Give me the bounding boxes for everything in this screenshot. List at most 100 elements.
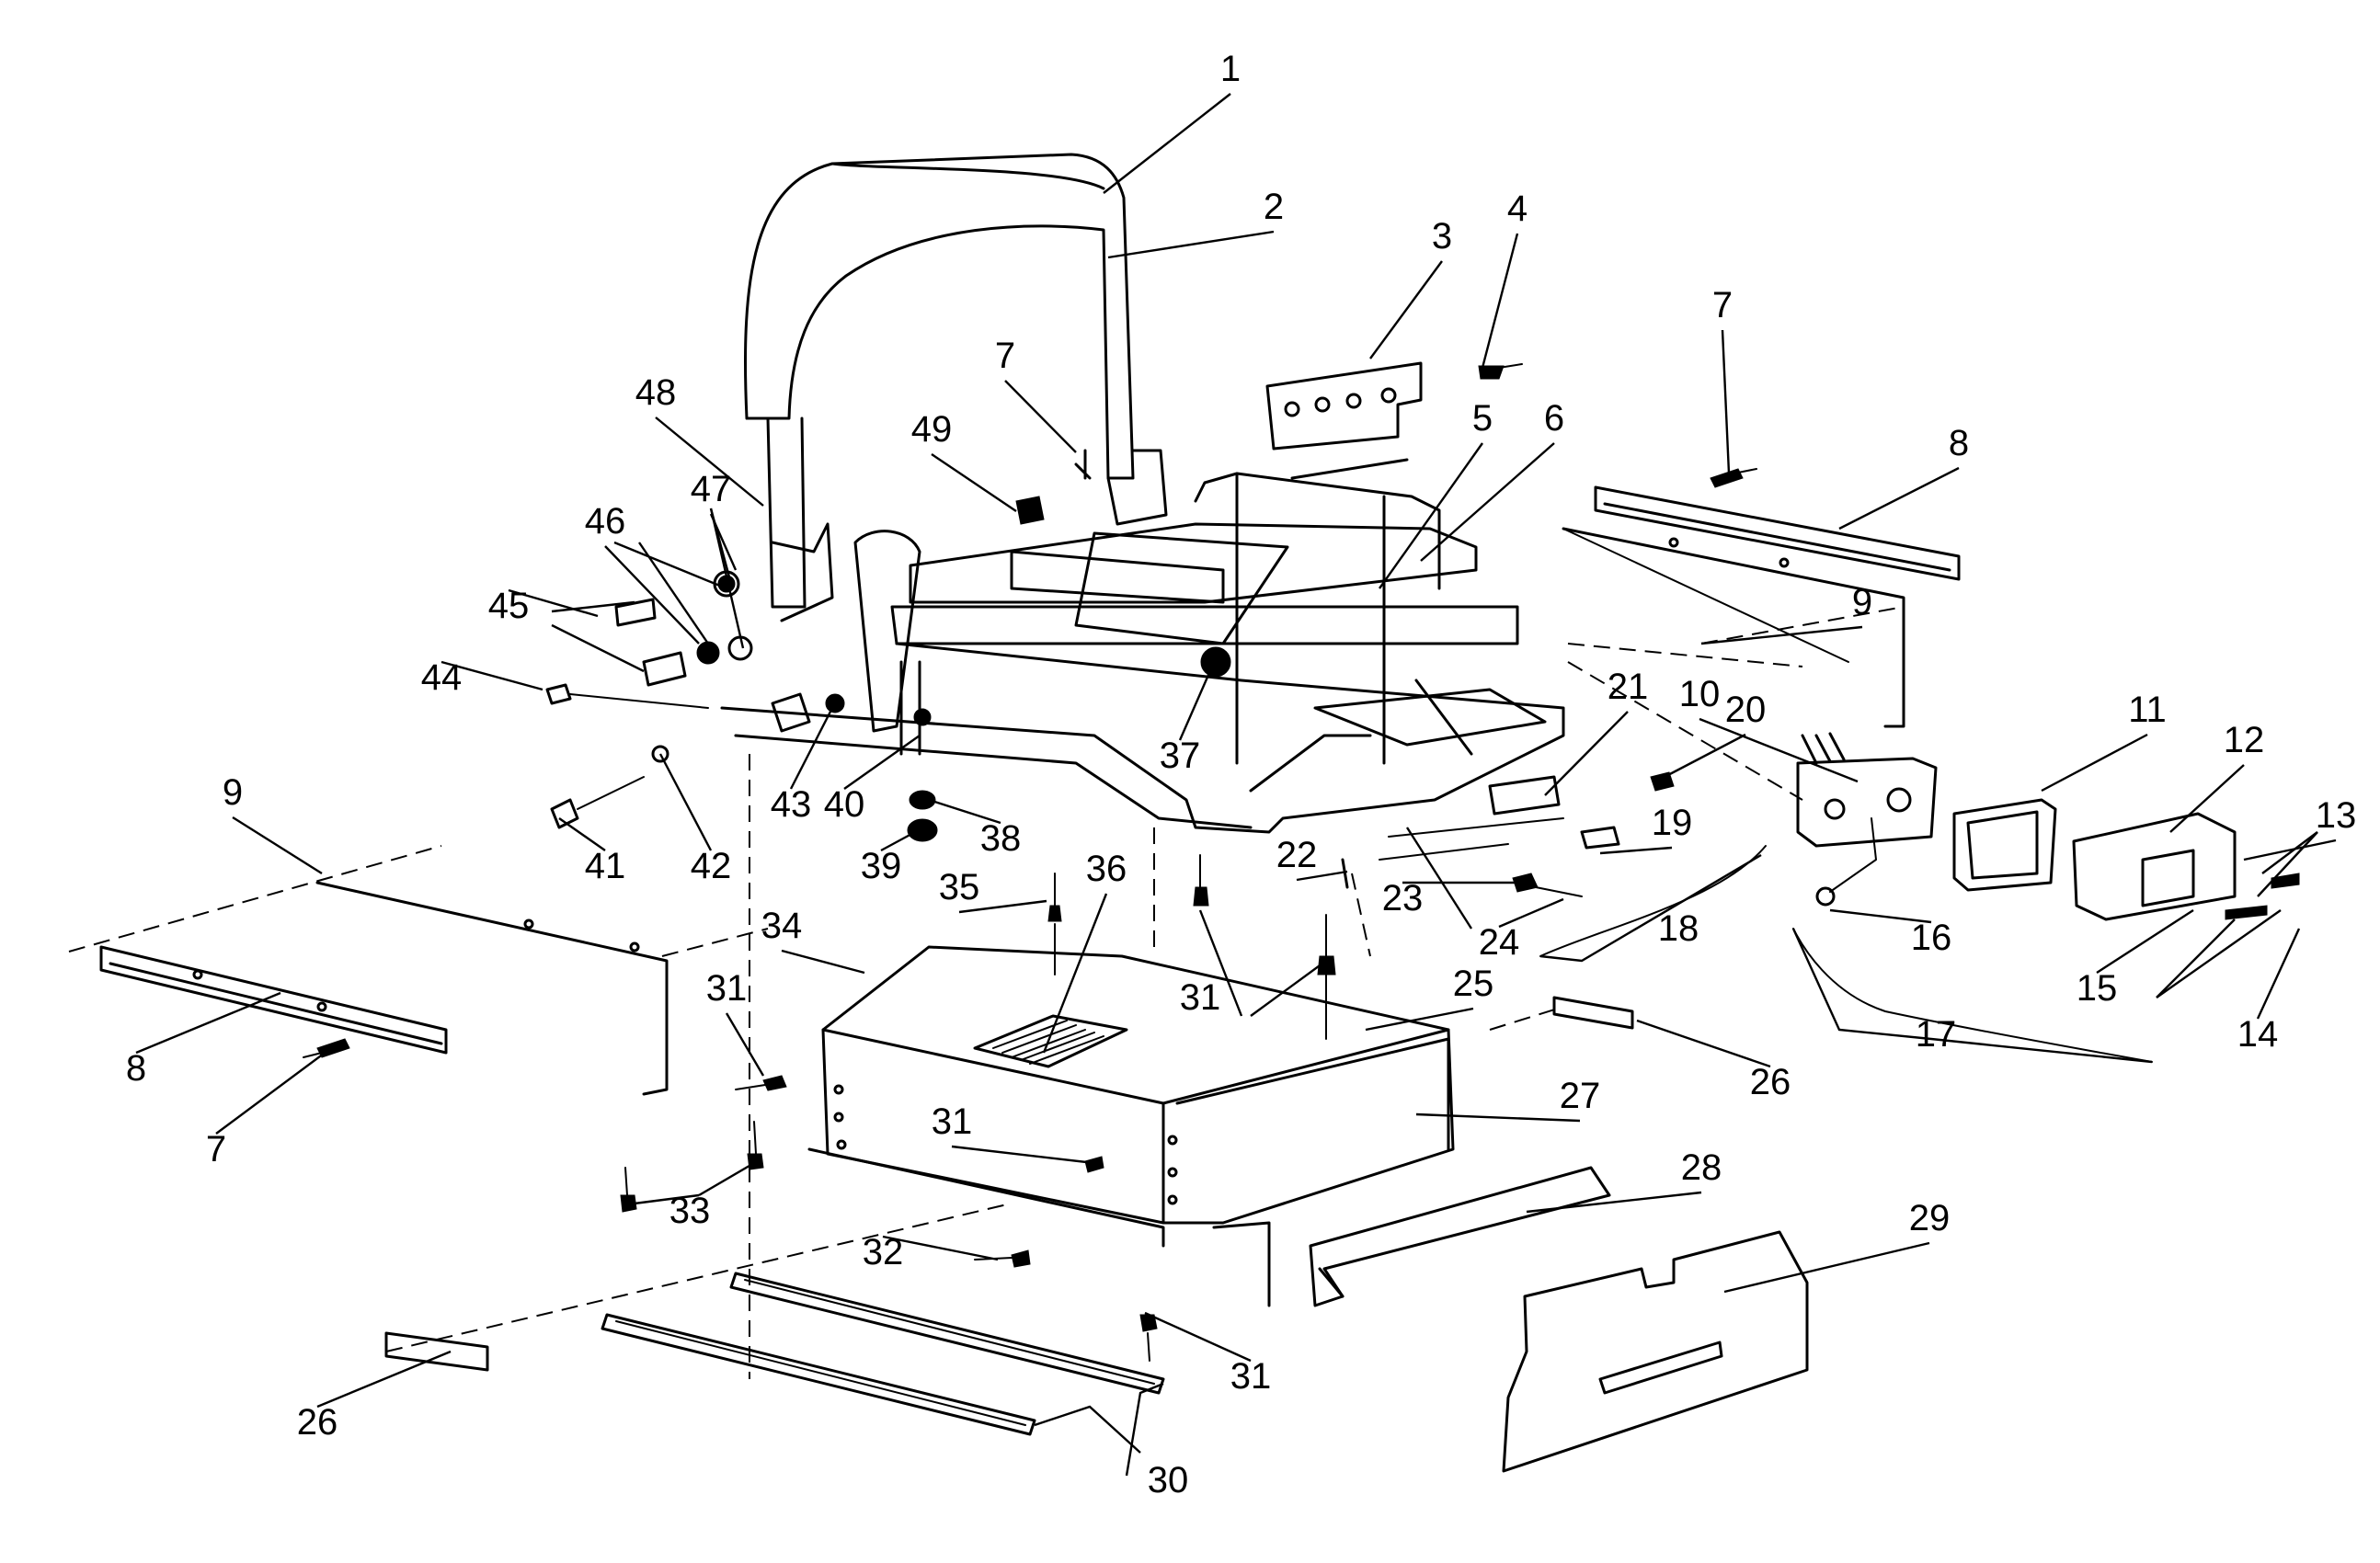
- spacers: [384, 996, 1634, 1372]
- callout-leader-line: [1379, 442, 1483, 589]
- callout-leader-line: [316, 1350, 452, 1409]
- callout-leader-line: [2041, 733, 2148, 793]
- callout-label: 3: [1432, 216, 1452, 257]
- callout-leader-line: [1296, 870, 1348, 882]
- callout-label: 34: [761, 906, 803, 946]
- callout-leader-line: [135, 991, 281, 1055]
- callout-leader-line: [655, 416, 764, 507]
- callout-label: 32: [863, 1232, 904, 1272]
- callout-leader-line: [558, 817, 606, 851]
- callout-leader-line: [1415, 1112, 1581, 1123]
- callout-leader-line: [1599, 846, 1673, 855]
- callout-label: 29: [1909, 1198, 1951, 1238]
- wire-brackets: [1341, 771, 1767, 957]
- callout-label: 5: [1472, 398, 1493, 439]
- callout-leader-line: [2256, 928, 2301, 1020]
- callout-label: 31: [932, 1101, 973, 1142]
- callout-leader-line: [951, 1145, 1095, 1165]
- callout-leader-line: [1721, 329, 1731, 474]
- callout-label: 26: [297, 1402, 338, 1443]
- callout-label: 42: [691, 846, 732, 886]
- callout-leader-line: [958, 899, 1047, 914]
- callout-leader-line: [1829, 908, 1932, 924]
- callout-label: 36: [1086, 849, 1127, 889]
- callout-label: 25: [1453, 964, 1494, 1004]
- callout-label: 27: [1560, 1076, 1601, 1116]
- callout-label: 1: [1220, 49, 1241, 89]
- runners: [601, 1272, 1165, 1436]
- callout-leader-line: [843, 735, 921, 790]
- callout-label: 24: [1479, 922, 1520, 963]
- callout-leader-line: [1365, 1007, 1474, 1032]
- callout-label: 6: [1544, 398, 1564, 439]
- callout-label: 9: [223, 772, 243, 813]
- callout-label: 8: [126, 1048, 146, 1089]
- right-rail: [1562, 468, 1961, 728]
- callout-leader-line: [1700, 625, 1863, 645]
- callout-label: 18: [1658, 908, 1699, 949]
- callout-label: 33: [669, 1191, 711, 1231]
- callout-label: 47: [691, 469, 732, 509]
- callout-label: 31: [1180, 977, 1221, 1018]
- callout-label: 31: [706, 968, 748, 1009]
- backrest: [744, 153, 1168, 622]
- callout-leader-line: [1481, 233, 1519, 369]
- storage-box: [807, 945, 1455, 1307]
- callout-label: 12: [2224, 720, 2265, 760]
- callout-leader-line: [232, 816, 323, 875]
- callout-leader-line: [215, 1047, 332, 1135]
- callout-label: 37: [1160, 736, 1201, 776]
- callout-label: 23: [1382, 878, 1424, 918]
- callout-label: 13: [2316, 795, 2357, 836]
- rear-flap: [1309, 1166, 1809, 1473]
- tail-light: [1792, 732, 2300, 1063]
- callout-leader-line: [2096, 908, 2194, 975]
- callout-leader-line: [441, 660, 544, 691]
- bracket-3: [1265, 361, 1523, 480]
- callout-leader-line: [1178, 666, 1214, 741]
- callout-label: 4: [1507, 188, 1528, 229]
- callout-label: 44: [421, 657, 463, 698]
- callout-label: 49: [911, 409, 953, 450]
- callout-label: 22: [1276, 835, 1318, 875]
- callout-label: 46: [585, 501, 626, 542]
- callout-leader-line: [1544, 711, 1629, 796]
- callout-label: 38: [980, 818, 1022, 859]
- callout-leader-line: [789, 707, 834, 790]
- rack-frame: [720, 472, 1565, 834]
- callout-label: 11: [2128, 690, 2167, 730]
- callout-label: 16: [1911, 918, 1952, 958]
- callout-label: 7: [995, 336, 1015, 376]
- callout-leader-line: [1636, 1019, 1771, 1068]
- callout-label: 40: [824, 784, 865, 825]
- callout-leader-line: [1004, 380, 1077, 453]
- callout-leader-line: [1498, 897, 1564, 929]
- callout-leader-line: [882, 1235, 999, 1261]
- centerlines: [68, 606, 1905, 1379]
- callout-label: 41: [585, 846, 626, 886]
- callout-leader-line: [1103, 93, 1231, 194]
- callout-label: 7: [1712, 285, 1733, 325]
- callout-label: 31: [1230, 1356, 1272, 1397]
- callout-leader-line: [1838, 466, 1960, 531]
- callout-leader-line: [1107, 230, 1275, 259]
- callout-leader-line: [1526, 1191, 1702, 1214]
- callout-leader-line: [1420, 442, 1555, 562]
- callout-leader-line: [604, 545, 700, 645]
- callout-label: 15: [2077, 968, 2118, 1009]
- callout-label: 9: [1852, 582, 1872, 622]
- callout-label: 7: [206, 1129, 226, 1169]
- callout-leader-line: [725, 1012, 765, 1077]
- callout-label: 39: [861, 846, 902, 886]
- callout-label: 45: [488, 586, 530, 626]
- group-leaders: [551, 508, 2318, 1477]
- callout-label: 30: [1148, 1460, 1189, 1500]
- callout-label: 14: [2237, 1014, 2279, 1055]
- callout-label: 21: [1608, 667, 1649, 707]
- callout-leader-line: [1723, 1241, 1930, 1294]
- callout-label: 19: [1652, 803, 1693, 843]
- callout-leader-line: [928, 798, 1001, 825]
- callout-label: 35: [939, 867, 980, 907]
